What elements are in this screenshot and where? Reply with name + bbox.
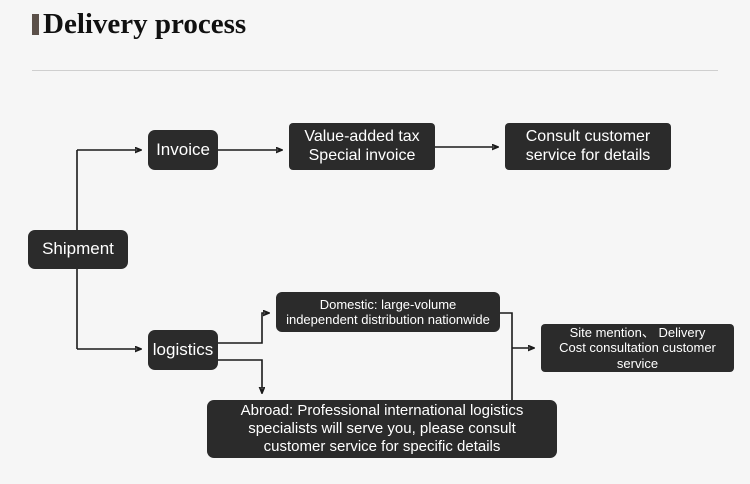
edge-logistics-domestic [218, 313, 269, 344]
node-value-added-tax[interactable]: Value-added tax Special invoice [289, 123, 435, 170]
node-invoice[interactable]: Invoice [148, 130, 218, 170]
edge-domestic-merge [500, 312, 513, 348]
node-abroad-logistics[interactable]: Abroad: Professional international logis… [207, 400, 557, 458]
page-title: Delivery process [32, 4, 246, 44]
node-site-mention-delivery[interactable]: Site mention、 Delivery Cost consultation… [541, 324, 734, 372]
node-logistics[interactable]: logistics [148, 330, 218, 370]
node-consult-customer-service[interactable]: Consult customer service for details [505, 123, 671, 170]
page-title-text: Delivery process [43, 7, 247, 40]
header-divider [32, 70, 718, 71]
node-shipment[interactable]: Shipment [28, 230, 128, 269]
node-domestic-distribution[interactable]: Domestic: large-volume independent distr… [276, 292, 500, 332]
title-marker-icon [32, 13, 39, 35]
edge-logistics-abroad [218, 359, 262, 393]
